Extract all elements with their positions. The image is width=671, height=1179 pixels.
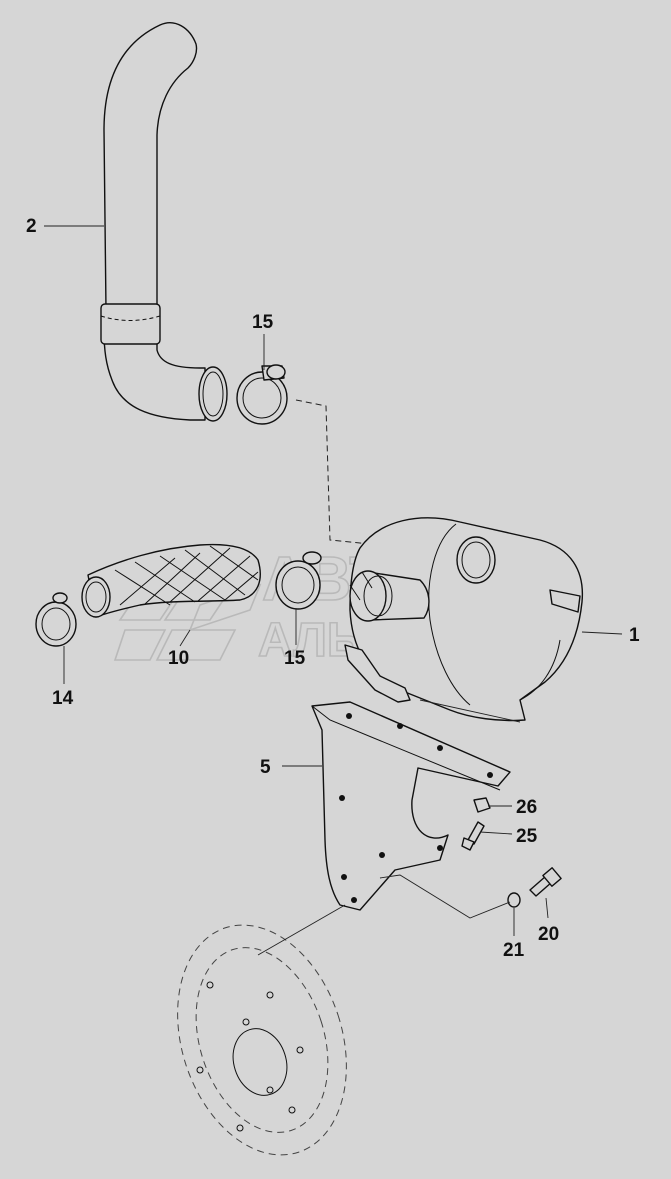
flywheel-link: [257, 904, 346, 956]
callout-5: 5: [260, 757, 271, 778]
leader-cleaner: [581, 631, 623, 635]
hose-clamp-top: [236, 364, 288, 425]
nut-lower: [507, 892, 521, 908]
callout-26: 26: [516, 797, 537, 818]
flywheel-ghost: [177, 924, 347, 1156]
nut-upper: [473, 797, 491, 813]
callout-15-mid: 15: [284, 648, 306, 669]
callout-20: 20: [538, 924, 559, 945]
callout-2: 2: [26, 216, 37, 237]
fastener-link: [379, 874, 511, 919]
elbow-hose: [81, 543, 261, 618]
leader-bolt-lower: [545, 897, 549, 919]
callout-10: 10: [168, 648, 189, 669]
callout-25: 25: [516, 826, 538, 847]
leader-bolt-upper: [479, 831, 513, 835]
mounting-bracket: [311, 699, 521, 911]
hose-clamp-left: [35, 592, 77, 647]
callout-14: 14: [52, 688, 74, 709]
bolt-upper: [461, 821, 485, 851]
callout-15-top: 15: [252, 312, 274, 333]
air-hose: [100, 22, 228, 422]
bolt-lower: [529, 867, 562, 897]
assembly-line-top: [295, 399, 381, 546]
callout-21: 21: [503, 940, 525, 961]
hose-clamp-mid: [275, 551, 322, 610]
callout-1: 1: [629, 625, 640, 646]
air-cleaner: [344, 517, 584, 722]
leader-elbow-hose: [179, 629, 191, 647]
